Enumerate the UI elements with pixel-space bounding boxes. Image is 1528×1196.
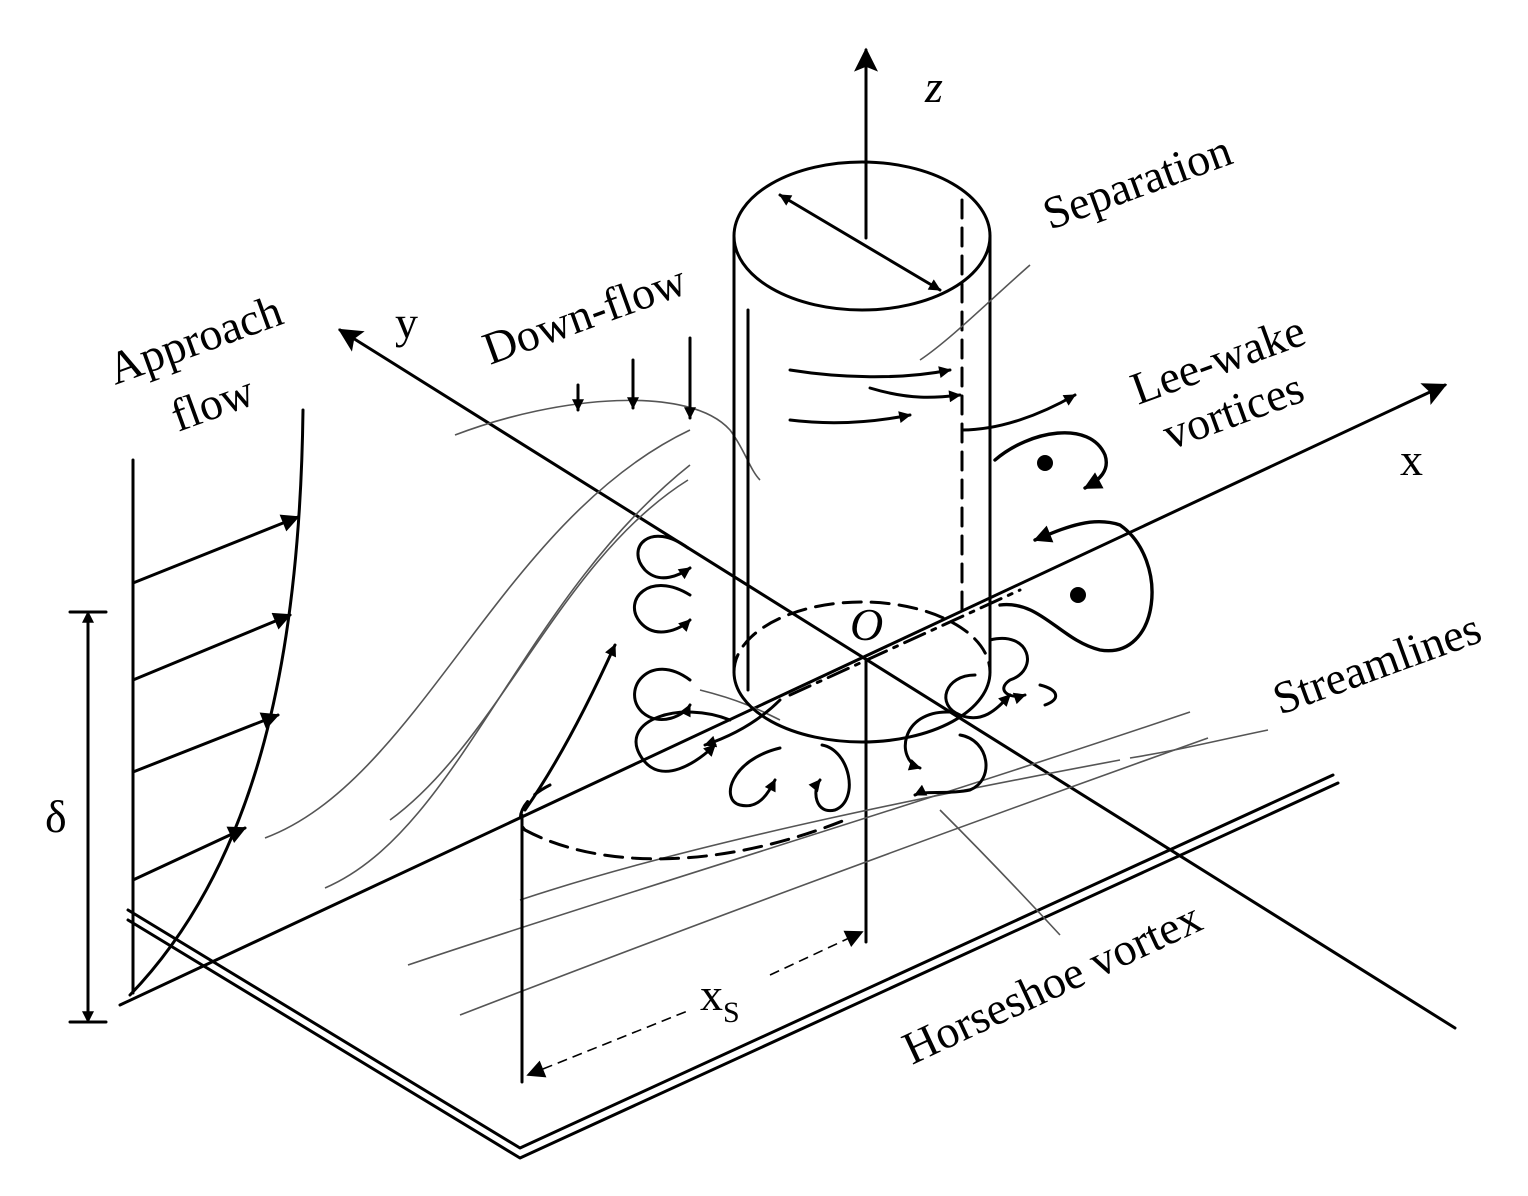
label-approach-line1: Approach [101, 284, 289, 394]
horseshoe-vortex-loops [633, 534, 1058, 813]
lee-wake-vortices [993, 431, 1154, 653]
y-axis [337, 328, 1457, 1030]
label-axis-x: x [1400, 434, 1423, 485]
centerline [788, 588, 1022, 697]
label-approach-line2: flow [164, 364, 261, 441]
wrap-flow-arrows [788, 366, 1077, 432]
horseshoe-vortex-trace [518, 643, 847, 861]
leader-lines [919, 264, 1061, 936]
coordinate-axes [118, 47, 1457, 1030]
label-separation: Separation [1036, 124, 1238, 239]
label-streamlines: Streamlines [1266, 602, 1488, 724]
diameter-arrow [778, 193, 942, 292]
label-xs: xS [700, 969, 740, 1029]
cylinder [732, 160, 992, 744]
label-xs-sub: S [723, 996, 740, 1029]
delta-dimension [68, 610, 108, 1024]
xs-dimension [520, 813, 864, 1084]
streamlines [264, 399, 1269, 1016]
label-horseshoe-vortex: Horseshoe vortex [895, 891, 1209, 1074]
bed-plate [126, 773, 1340, 1160]
label-xs-main: x [700, 969, 723, 1020]
label-delta: δ [45, 791, 67, 842]
x-axis [118, 383, 1448, 1007]
label-axis-y: y [395, 297, 418, 348]
down-flow-arrows [572, 336, 696, 420]
label-origin: O [850, 599, 883, 650]
label-axis-z: z [924, 61, 943, 112]
label-down-flow: Down-flow [476, 254, 693, 375]
approach-flow-profile [128, 408, 305, 997]
